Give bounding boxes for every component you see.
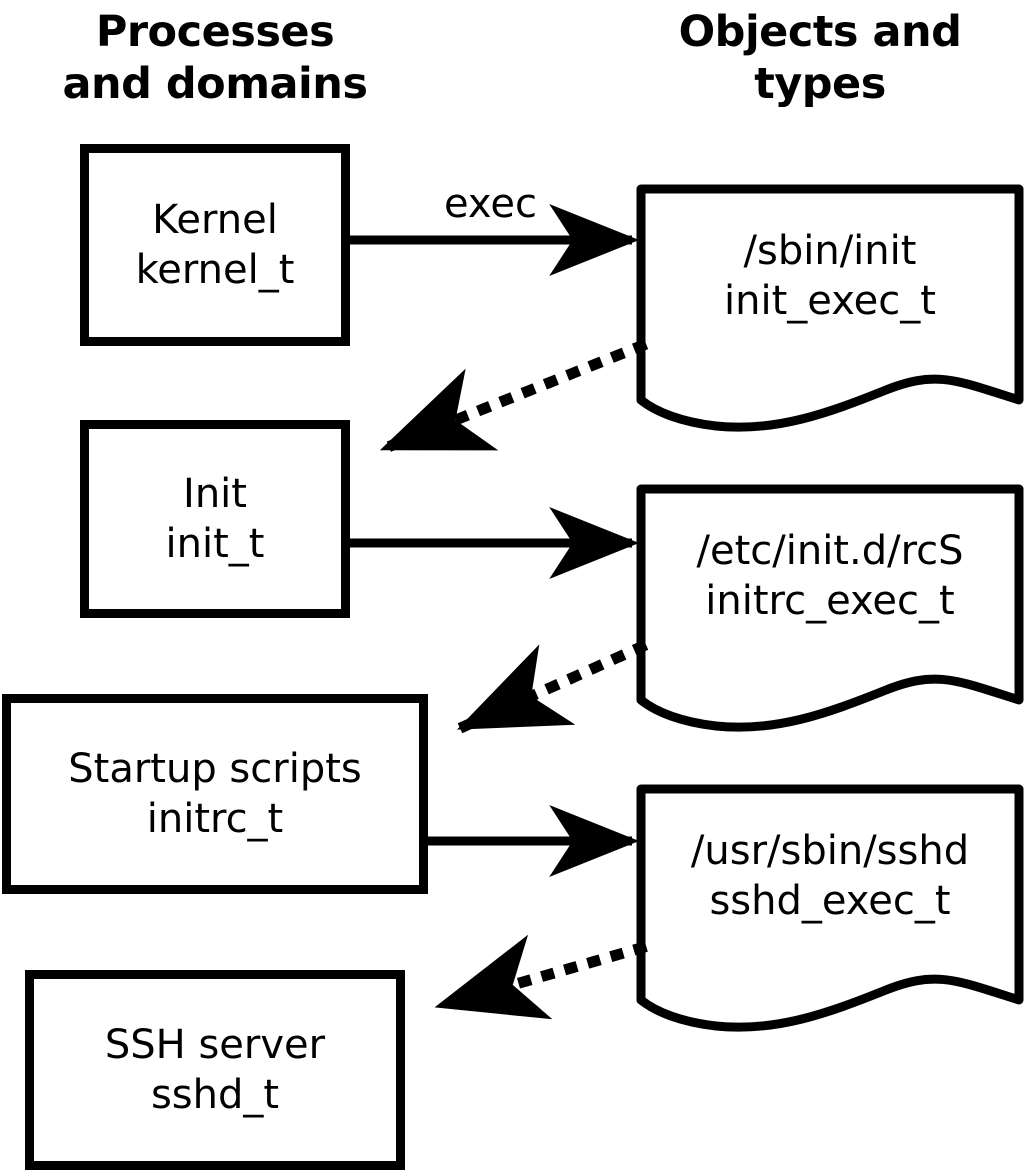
column-header-processes: Processes and domains xyxy=(62,7,368,109)
object-doc-initrc-exec-path: /etc/init.d/rcS xyxy=(696,528,964,574)
column-header-objects: Objects and types xyxy=(678,7,962,109)
edge-sshd-exec-transition xyxy=(434,934,648,1020)
edge-initrc-exec-transition xyxy=(456,639,649,734)
edge-label-exec: exec xyxy=(444,181,537,227)
process-box-kernel-title: Kernel xyxy=(152,197,278,243)
process-box-kernel-type: kernel_t xyxy=(135,247,295,293)
process-box-ssh-server-type: sshd_t xyxy=(150,1072,280,1118)
process-box-startup-scripts[interactable]: Startup scripts initrc_t xyxy=(2,694,428,894)
edge-init-exec-transition xyxy=(379,338,649,455)
process-box-init-type: init_t xyxy=(165,521,265,567)
process-box-kernel[interactable]: Kernel kernel_t xyxy=(80,144,350,346)
object-doc-initrc-exec[interactable]: /etc/init.d/rcS initrc_exec_t xyxy=(636,484,1024,734)
object-doc-initrc-exec-type: initrc_exec_t xyxy=(705,578,955,624)
object-doc-sshd-exec-type: sshd_exec_t xyxy=(709,878,951,924)
process-box-ssh-server-title: SSH server xyxy=(104,1022,326,1068)
object-doc-sshd-exec[interactable]: /usr/sbin/sshd sshd_exec_t xyxy=(636,784,1024,1034)
object-doc-init-exec-type: init_exec_t xyxy=(724,278,936,324)
process-box-startup-scripts-type: initrc_t xyxy=(146,796,284,842)
document-shape-outline xyxy=(636,784,1024,1032)
document-shape-outline xyxy=(636,184,1024,432)
object-doc-init-exec-path: /sbin/init xyxy=(743,228,917,274)
object-doc-sshd-exec-path: /usr/sbin/sshd xyxy=(690,828,970,874)
object-doc-init-exec[interactable]: /sbin/init init_exec_t xyxy=(636,184,1024,434)
process-box-init-title: Init xyxy=(183,471,247,517)
document-shape-outline xyxy=(636,484,1024,732)
process-box-init[interactable]: Init init_t xyxy=(80,420,350,618)
process-box-startup-scripts-title: Startup scripts xyxy=(68,746,362,792)
process-box-ssh-server[interactable]: SSH server sshd_t xyxy=(25,970,405,1170)
